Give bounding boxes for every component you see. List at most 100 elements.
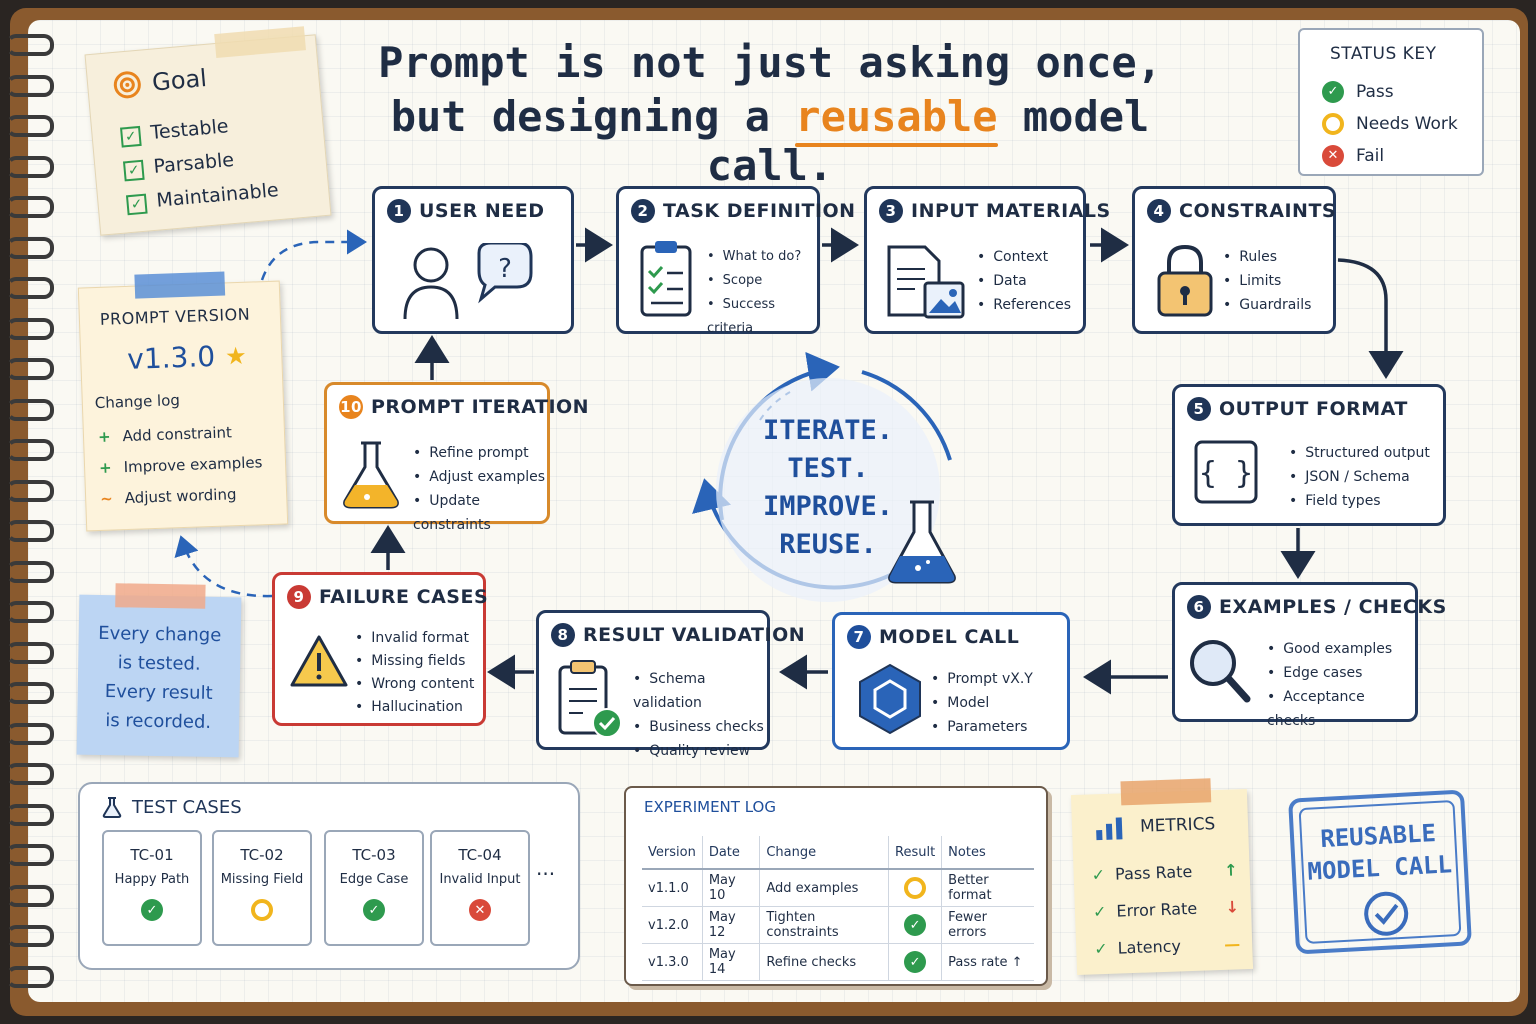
step-title: CONSTRAINTS	[1179, 200, 1337, 222]
test-case-card[interactable]: TC-01 Happy Path ✓	[102, 830, 202, 946]
reminder-line: Every result	[104, 681, 213, 704]
step-bullets: Prompt vX.Y Model Parameters	[931, 667, 1033, 739]
status-key-item: ✕Fail	[1322, 140, 1458, 172]
step-heading: 3 INPUT MATERIALS	[879, 199, 1111, 223]
bullet: Limits	[1223, 269, 1311, 293]
more-cases-ellipsis[interactable]: ...	[536, 856, 556, 880]
pass-icon: ✓	[904, 914, 927, 936]
test-case-id: TC-02	[240, 846, 284, 864]
table-row: v1.1.0 May 10 Add examples Better format	[642, 869, 1034, 907]
test-flask-icon	[102, 797, 122, 818]
prompt-version-value: v1.3.0 ★	[127, 339, 247, 376]
table-row: v1.3.0 May 14 Refine checks ✓ Pass rate …	[642, 943, 1034, 981]
title-line-2: but designing a reusable model call.	[360, 92, 1180, 190]
step-number: 6	[1187, 595, 1211, 619]
step-title: INPUT MATERIALS	[911, 200, 1111, 222]
step-number: 3	[879, 199, 903, 223]
tape	[1120, 778, 1212, 806]
pass-icon: ✓	[904, 951, 927, 973]
spiral-ring	[6, 155, 54, 178]
step-title: TASK DEFINITION	[663, 200, 856, 222]
step-title: RESULT VALIDATION	[583, 624, 806, 646]
bullet: Context	[977, 245, 1071, 269]
test-case-card[interactable]: TC-04 Invalid Input ✕	[430, 830, 530, 946]
bullet: JSON / Schema	[1289, 465, 1430, 489]
bullet: Prompt vX.Y	[931, 667, 1033, 691]
test-case-id: TC-03	[352, 846, 396, 864]
warning-icon	[290, 635, 348, 687]
pass-icon: ✓	[363, 899, 385, 921]
step-bullets: Schema validation Business checks Qualit…	[633, 667, 767, 763]
spiral-ring	[6, 439, 54, 461]
test-case-card[interactable]: TC-02 Missing Field	[212, 830, 312, 946]
stamp-check-icon	[1364, 891, 1409, 936]
pass-icon: ✓	[141, 899, 163, 921]
step-number: 5	[1187, 397, 1211, 421]
reminder-line: is recorded.	[105, 710, 212, 733]
spiral-ring	[6, 844, 54, 866]
metric-item: ✓Error Rate ↓	[1092, 888, 1240, 930]
cell-date: May 12	[701, 906, 760, 944]
change-text: Add constraint	[122, 423, 233, 446]
cell-version: v1.2.0	[642, 906, 703, 944]
cell-result	[887, 869, 942, 907]
bullet: Invalid format	[355, 627, 474, 650]
cell-result: ✓	[887, 943, 942, 981]
column-header: Version	[642, 836, 703, 870]
spiral-ring	[6, 763, 54, 785]
cycle-flask-icon	[888, 500, 956, 584]
spiral-ring	[6, 641, 54, 664]
step-bullets: Good examples Edge cases Acceptance chec…	[1267, 637, 1415, 733]
test-case-card[interactable]: TC-03 Edge Case ✓	[324, 830, 424, 946]
cell-change: Refine checks	[759, 943, 889, 981]
test-cases-panel: TEST CASES TC-01 Happy Path ✓ TC-02 Miss…	[78, 782, 580, 970]
metrics-heading: METRICS	[1139, 814, 1216, 837]
cycle-line: REUSE.	[779, 529, 877, 560]
status-key-label: Pass	[1356, 82, 1394, 102]
step-title: EXAMPLES / CHECKS	[1219, 596, 1447, 618]
spiral-ring	[6, 196, 54, 218]
change-item: ~Adjust wording	[100, 478, 264, 515]
trend-down-icon: ↓	[1225, 897, 1240, 917]
test-case-id: TC-04	[458, 846, 502, 864]
spiral-ring	[6, 317, 54, 340]
check-icon: ✓	[1092, 901, 1107, 922]
star-icon: ★	[224, 341, 248, 370]
bullet: Missing fields	[355, 650, 474, 673]
version-number: v1.3.0	[126, 339, 216, 376]
spiral-ring	[6, 479, 54, 502]
bullet: Success criteria	[707, 293, 817, 341]
bullet: Adjust examples	[413, 465, 547, 489]
title-line-1: Prompt is not just asking once,	[378, 38, 1162, 87]
svg-text:{ }: { }	[1199, 456, 1253, 491]
fail-icon: ✕	[469, 899, 491, 921]
check-icon: ✓	[1093, 938, 1109, 959]
clipboard-check-icon	[558, 660, 622, 738]
spiral-ring	[6, 398, 54, 421]
cell-notes: Pass rate ↑	[941, 943, 1034, 981]
cell-date: May 10	[701, 869, 760, 907]
table-row: v1.2.0 May 12 Tighten constraints ✓ Fewe…	[642, 906, 1034, 944]
metric-label: Latency	[1117, 936, 1182, 958]
bullet: Quality review	[633, 739, 767, 763]
needs-work-icon	[904, 877, 927, 899]
step-bullets: Invalid format Missing fields Wrong cont…	[355, 627, 474, 719]
metric-label: Pass Rate	[1114, 861, 1193, 884]
metric-item: ✓Pass Rate ↑	[1091, 851, 1238, 893]
cycle-text: ITERATE. TEST. IMPROVE. REUSE.	[730, 412, 926, 564]
bullet: Guardrails	[1223, 293, 1311, 317]
test-case-name: Invalid Input	[439, 872, 521, 887]
experiment-log-table: Version Date Change Result Notes v1.1.0 …	[642, 836, 1034, 981]
step-title: USER NEED	[419, 200, 545, 222]
step-bullets: Structured output JSON / Schema Field ty…	[1289, 441, 1430, 513]
reusable-model-call-stamp: REUSABLE MODEL CALL	[1288, 789, 1472, 955]
cycle-line: ITERATE.	[762, 415, 894, 446]
change-mark: +	[97, 427, 111, 446]
